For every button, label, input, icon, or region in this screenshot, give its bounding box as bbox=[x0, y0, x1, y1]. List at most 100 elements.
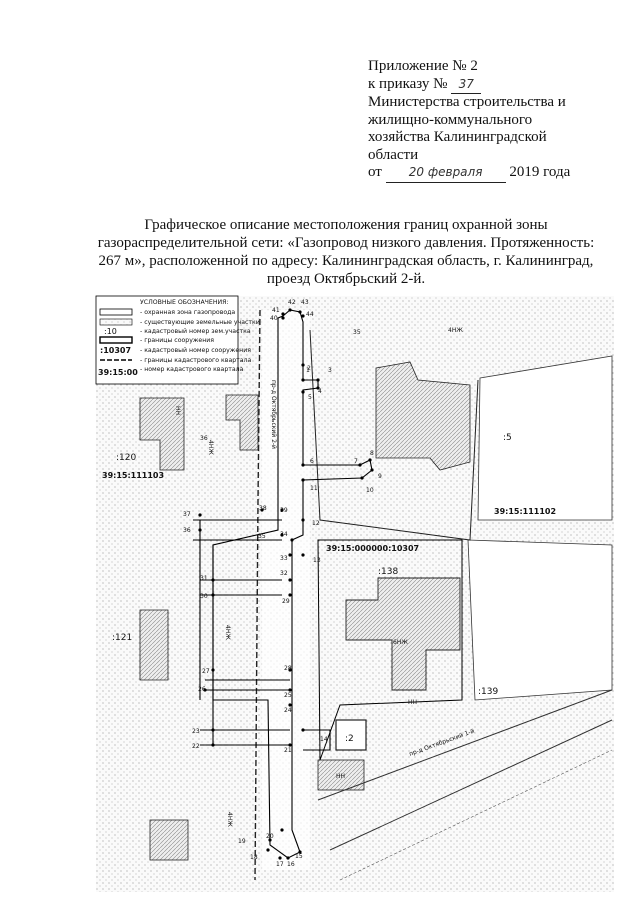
label-small-36: 36 bbox=[200, 435, 208, 442]
date-handwritten: 20 февраля bbox=[385, 164, 506, 183]
point-marker-37 bbox=[198, 513, 202, 517]
point-marker-32 bbox=[288, 578, 292, 582]
point-marker-39 bbox=[280, 508, 284, 512]
label-parcel-2: :2 bbox=[345, 734, 354, 744]
point-number-16: 16 bbox=[287, 861, 295, 868]
label-bldg-nn-c: НН bbox=[174, 406, 181, 415]
point-marker-35 bbox=[280, 533, 284, 537]
ministry-line-4: области bbox=[368, 146, 419, 163]
title-line-4: проезд Октябрьский 2-й. bbox=[266, 271, 426, 287]
point-number-25: 25 bbox=[284, 692, 292, 699]
point-marker-25 bbox=[288, 688, 292, 692]
point-number-8: 8 bbox=[370, 450, 374, 457]
point-number-11: 11 bbox=[310, 485, 318, 492]
point-number-32: 32 bbox=[280, 570, 288, 577]
point-number-1: 1 bbox=[306, 367, 310, 374]
point-marker-11 bbox=[301, 478, 305, 482]
label-quarter-1102: 39:15:111102 bbox=[494, 507, 556, 516]
point-marker-6 bbox=[301, 463, 305, 467]
label-parcel-139: :139 bbox=[478, 687, 498, 697]
point-number-19: 19 bbox=[238, 838, 246, 845]
point-marker-24 bbox=[288, 703, 292, 707]
point-number-38: 38 bbox=[259, 505, 267, 512]
structure-boundary bbox=[317, 539, 463, 761]
parcel-139-area bbox=[467, 539, 613, 701]
label-quarter-1103: 39:15:111103 bbox=[102, 471, 164, 480]
point-marker-8 bbox=[368, 458, 372, 462]
label-small-35: 35 bbox=[353, 329, 361, 336]
title-line-2: газораспределительной сети: «Газопровод … bbox=[97, 235, 595, 251]
point-marker-19 bbox=[268, 838, 272, 842]
quarter-boundary bbox=[254, 309, 261, 881]
point-number-17: 17 bbox=[276, 861, 284, 868]
legend-symbol-parcels bbox=[99, 318, 133, 326]
point-number-14: 14 bbox=[320, 736, 328, 743]
diagonal-street bbox=[317, 689, 613, 881]
point-marker-21 bbox=[288, 743, 292, 747]
point-marker-29 bbox=[288, 593, 292, 597]
point-number-26: 26 bbox=[198, 686, 206, 693]
label-bldg-nn-a: НН bbox=[408, 699, 417, 706]
legend-symbol-quarter-num: 39:15:00 bbox=[98, 368, 138, 377]
point-number-6: 6 bbox=[310, 458, 314, 465]
document-title: Графическое описание местоположения гран… bbox=[80, 216, 612, 288]
parcel-boundary bbox=[309, 329, 479, 541]
title-line-3: 267 м», расположенной по адресу: Калинин… bbox=[98, 253, 594, 269]
point-number-44: 44 bbox=[306, 311, 314, 318]
point-marker-42 bbox=[288, 308, 292, 312]
point-marker-7 bbox=[358, 463, 362, 467]
point-marker-5 bbox=[301, 390, 305, 394]
legend-title: УСЛОВНЫЕ ОБОЗНАЧЕНИЯ: bbox=[140, 299, 229, 306]
legend-item-5: - кадастровый номер сооружения bbox=[140, 346, 251, 354]
point-number-12: 12 bbox=[312, 520, 320, 527]
point-marker-27 bbox=[211, 668, 215, 672]
legend-item-2: - существующие земельные участки bbox=[140, 319, 260, 326]
point-marker-34 bbox=[290, 538, 294, 542]
point-number-5: 5 bbox=[308, 394, 312, 401]
point-number-21: 21 bbox=[284, 747, 292, 754]
point-marker-10 bbox=[360, 476, 364, 480]
point-number-43: 43 bbox=[301, 299, 309, 306]
point-marker-16 bbox=[286, 856, 290, 860]
point-number-37: 37 bbox=[183, 511, 191, 518]
point-number-9: 9 bbox=[378, 473, 382, 480]
point-marker-17 bbox=[278, 856, 282, 860]
buildings bbox=[139, 361, 471, 861]
point-number-31: 31 bbox=[200, 575, 208, 582]
date-line: от 20 февраля 2019 года bbox=[368, 164, 618, 183]
point-number-29: 29 bbox=[282, 598, 290, 605]
point-marker-38 bbox=[260, 508, 264, 512]
point-marker-15 bbox=[298, 850, 302, 854]
point-marker-3 bbox=[316, 378, 320, 382]
point-number-33: 33 bbox=[280, 555, 288, 562]
point-marker-4 bbox=[316, 386, 320, 390]
point-number-15: 15 bbox=[295, 853, 303, 860]
point-marker-18 bbox=[266, 848, 270, 852]
label-parcel-121: :121 bbox=[112, 633, 132, 643]
legend-item-4: - границы сооружения bbox=[140, 337, 214, 344]
point-marker-2 bbox=[301, 378, 305, 382]
point-number-34: 34 bbox=[280, 531, 288, 538]
point-number-23: 23 bbox=[192, 728, 200, 735]
legend-item-1: - охранная зона газопровода bbox=[140, 309, 235, 316]
label-bldg-nn-b: НН bbox=[336, 773, 345, 780]
point-marker-1 bbox=[301, 363, 305, 367]
point-number-36: 36 bbox=[183, 527, 191, 534]
point-marker-22 bbox=[211, 743, 215, 747]
date-prefix: от bbox=[368, 164, 382, 180]
point-number-42: 42 bbox=[288, 299, 296, 306]
point-marker-36 bbox=[198, 528, 202, 532]
legend-symbol-structure bbox=[99, 336, 133, 344]
point-number-39: 39 bbox=[280, 507, 288, 514]
ministry-line-1: Министерства строительства и bbox=[368, 94, 566, 110]
point-marker-14 bbox=[301, 728, 305, 732]
point-marker-23 bbox=[211, 728, 215, 732]
label-bldg-6nzh: 6НЖ bbox=[393, 639, 408, 646]
point-marker-30 bbox=[211, 593, 215, 597]
label-structure-number: 39:15:000000:10307 bbox=[326, 544, 419, 553]
order-prefix: к приказу № bbox=[368, 75, 448, 92]
ministry-line-3: хозяйства Калининградской bbox=[368, 129, 547, 145]
point-number-13: 13 bbox=[313, 557, 321, 564]
point-number-40: 40 bbox=[270, 315, 278, 322]
legend-item-6: - границы кадастрового квартала bbox=[140, 357, 252, 364]
